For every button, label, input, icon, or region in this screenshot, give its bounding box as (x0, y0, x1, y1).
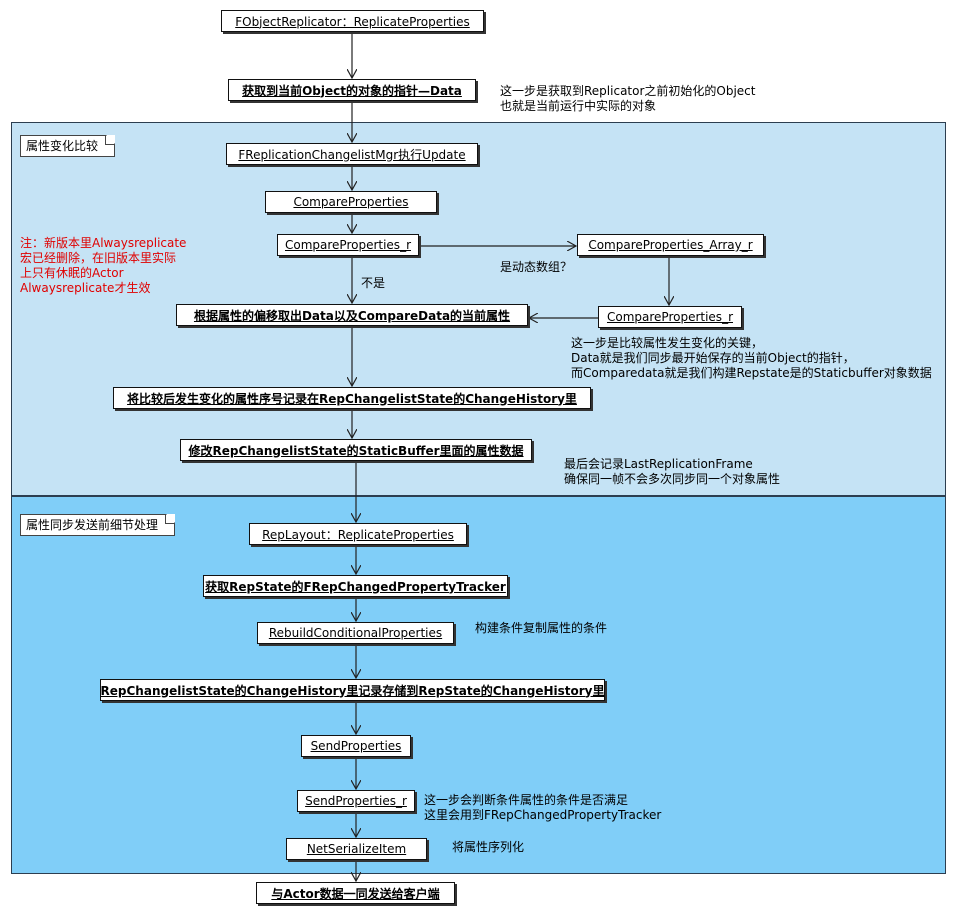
node-modify-static-buffer: 修改RepChangelistState的StaticBuffer里面的属性数据 (180, 439, 532, 461)
note-line: Alwaysreplicate才生效 (20, 281, 151, 295)
note-is-dynamic-array: 是动态数组？ (500, 260, 572, 275)
node-copy-change-history: RepChangelistState的ChangeHistory里记录存储到Re… (100, 679, 605, 701)
note-line: 这一步是获取到Replicator之前初始化的Object (500, 84, 756, 98)
node-compareproperties: CompareProperties (265, 191, 437, 213)
note-line: 这里会用到FRepChangedPropertyTracker (424, 808, 662, 822)
note-line: 这一步是比较属性发生变化的关键， (571, 336, 764, 350)
note-line: 这一步会判断条件属性的条件是否满足 (424, 793, 629, 807)
note-line: 上只有休眠的Actor (20, 266, 124, 280)
note-line: 而Comparedata就是我们构建Repstate是的Staticbuffer… (571, 366, 932, 380)
region-label-property-compare: 属性变化比较 (20, 135, 116, 157)
note-alwaysreplicate: 注：新版本里Alwaysreplicate 宏已经删除，在旧版本里实际 上只有休… (20, 236, 186, 296)
note-line: 确保同一帧不会多次同步同一个对象属性 (564, 472, 781, 486)
region-label-send-prep: 属性同步发送前细节处理 (20, 514, 176, 536)
note-line: 最后会记录LastReplicationFrame (564, 457, 753, 471)
note-line: 宏已经删除，在旧版本里实际 (20, 251, 177, 265)
note-compare-key: 这一步是比较属性发生变化的关键， Data就是我们同步最开始保存的当前Objec… (571, 336, 932, 381)
node-send-to-client: 与Actor数据一同发送给客户端 (256, 882, 455, 904)
node-compareproperties-array-r: CompareProperties_Array_r (577, 234, 764, 256)
note-line: 不是 (361, 276, 386, 290)
note-object: 这一步是获取到Replicator之前初始化的Object 也就是当前运行中实际… (500, 84, 755, 114)
node-get-object-pointer: 获取到当前Object的对象的指针—Data (228, 79, 476, 101)
note-line: 也就是当前运行中实际的对象 (500, 99, 657, 113)
region-label-text: 属性同步发送前细节处理 (26, 518, 159, 532)
region-label-text: 属性变化比较 (26, 139, 99, 153)
node-get-property-tracker: 获取RepState的FRepChangedPropertyTracker (203, 575, 508, 597)
node-netserializeitem: NetSerializeItem (286, 838, 427, 860)
node-fobjectreplicator: FObjectReplicator：ReplicateProperties (221, 10, 484, 32)
node-record-change-history: 将比较后发生变化的属性序号记录在RepChangelistState的Chang… (113, 387, 591, 409)
note-serialize: 将属性序列化 (452, 840, 524, 855)
note-last-replication-frame: 最后会记录LastReplicationFrame 确保同一帧不会多次同步同一个… (564, 457, 780, 487)
note-line: 注：新版本里Alwaysreplicate (20, 236, 187, 250)
note-line: 是动态数组？ (500, 260, 573, 274)
node-compareproperties-r-2: CompareProperties_r (598, 306, 742, 328)
note-send-condition: 这一步会判断条件属性的条件是否满足 这里会用到FRepChangedProper… (424, 793, 661, 823)
note-line: 构建条件复制属性的条件 (475, 621, 608, 635)
node-sendproperties: SendProperties (301, 735, 411, 757)
node-compareproperties-r: CompareProperties_r (277, 234, 419, 256)
node-sendproperties-r: SendProperties_r (297, 790, 415, 812)
note-build-condition: 构建条件复制属性的条件 (475, 621, 607, 636)
note-not: 不是 (361, 276, 385, 291)
note-line: Data就是我们同步最开始保存的当前Object的指针， (571, 351, 855, 365)
node-replayout-replicate: RepLayout：ReplicateProperties (249, 523, 467, 545)
note-line: 将属性序列化 (452, 840, 525, 854)
node-rebuild-conditional: RebuildConditionalProperties (257, 622, 454, 644)
node-get-current-property: 根据属性的偏移取出Data以及CompareData的当前属性 (176, 304, 528, 326)
node-changelistmgr-update: FReplicationChangelistMgr执行Update (226, 143, 478, 165)
